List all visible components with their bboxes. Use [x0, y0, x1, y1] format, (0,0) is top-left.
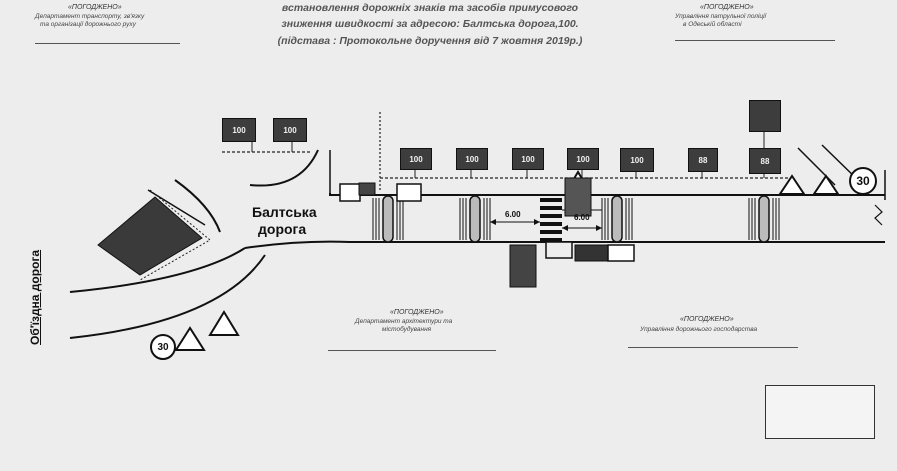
signature-line-roads	[628, 347, 798, 348]
info-sign-top-1: 100	[400, 148, 432, 170]
dimension-label-right: 6.00	[574, 213, 590, 222]
document-heading: встановлення дорожніх знаків та засобів …	[240, 0, 620, 49]
approval-label-roads: «ПОГОДЖЕНО»	[680, 316, 734, 323]
heading-line-3: (підстава : Протокольне доручення від 7 …	[277, 34, 583, 47]
approval-org-transport-1: Департамент транспорту, зв'язку	[35, 13, 145, 20]
zebra-crossing	[540, 198, 562, 241]
bypass-road-label: Об'їздна дорога	[28, 249, 42, 345]
road-edge-south	[244, 240, 885, 249]
info-sign-left-2: 100	[273, 118, 307, 142]
approval-label-police: «ПОГОДЖЕНО»	[700, 4, 754, 11]
approval-org-architecture-1: Департамент архітектури та	[355, 318, 453, 325]
speed-hump-legend	[765, 385, 875, 439]
signature-line-police	[675, 40, 835, 41]
approval-label-transport: «ПОГОДЖЕНО»	[68, 4, 122, 11]
speed-hump-4	[758, 195, 770, 243]
break-mark	[874, 204, 883, 226]
info-sign-top-6: 88	[688, 148, 718, 172]
info-sign-top-3: 100	[512, 148, 544, 170]
warning-sign-left-1	[208, 310, 240, 336]
speed-limit-sign-right: 30	[849, 167, 877, 195]
road-edge-north	[329, 193, 885, 196]
street-label: Балтська дорога	[252, 204, 317, 238]
info-sign-top-4: 100	[567, 148, 599, 170]
approval-org-roads-1: Управління дорожнього господарства	[640, 326, 758, 333]
curve-lower	[69, 254, 266, 339]
building-block	[97, 196, 203, 276]
speed-hump-1	[382, 195, 394, 243]
approval-label-architecture: «ПОГОДЖЕНО»	[390, 309, 444, 316]
signature-line-architecture	[328, 350, 496, 351]
street-label-line-2: дорога	[258, 220, 307, 237]
signature-line-transport	[35, 43, 180, 44]
info-sign-top-7: 88	[749, 148, 781, 174]
approval-org-police-2: в Одеській області	[683, 21, 742, 28]
speed-hump-2	[469, 195, 481, 243]
heading-line-1: встановлення дорожніх знаків та засобів …	[281, 2, 579, 14]
approval-org-police-1: Управління патрульної поліції	[675, 13, 767, 20]
approval-org-architecture-2: містобудування	[382, 326, 432, 333]
info-sign-top-5: 100	[620, 148, 654, 172]
warning-sign-right-2	[812, 174, 840, 195]
warning-sign-right-1	[778, 174, 806, 195]
info-sign-top-square	[749, 100, 781, 132]
info-sign-top-2: 100	[456, 148, 488, 170]
street-label-line-1: Балтська	[252, 204, 317, 220]
info-sign-left-1: 100	[222, 118, 256, 142]
approval-org-transport-2: та організації дорожнього руху	[40, 21, 136, 28]
warning-sign-left-2	[174, 326, 206, 351]
speed-hump-3	[611, 195, 623, 243]
heading-line-2: зниження швидкості за адресою: Балтська …	[281, 18, 579, 31]
dimension-label-left: 6.00	[505, 210, 521, 219]
speed-limit-sign-left: 30	[150, 334, 176, 360]
curve-upper	[69, 247, 246, 293]
